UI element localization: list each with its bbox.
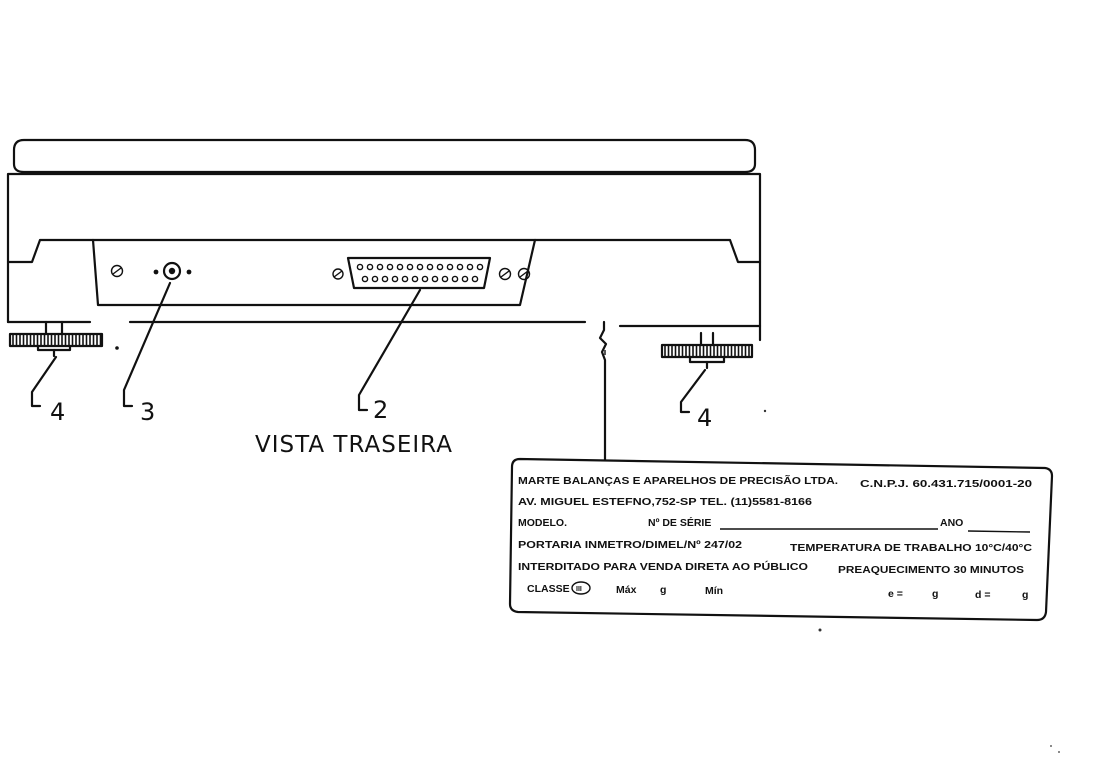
knurl-right [664, 346, 750, 356]
callout-foot-left: 4 [50, 398, 65, 426]
serial-pin [361, 275, 369, 283]
panel-screw-left [110, 264, 124, 278]
plate-max-label: Máx [616, 584, 637, 596]
knurl-left [12, 335, 102, 345]
plate-class-mark: III [571, 581, 591, 595]
plate-min-label: Mín [705, 585, 723, 597]
power-input-connector [153, 261, 192, 281]
serial-pin [401, 275, 409, 283]
serial-pin [431, 275, 439, 283]
serial-pin [466, 263, 474, 271]
serial-pin [421, 275, 429, 283]
serial-pin [476, 263, 484, 271]
plate-class-label: CLASSE [527, 583, 570, 595]
serial-pin [381, 275, 389, 283]
weighing-pan [12, 138, 757, 174]
serial-pin [461, 275, 469, 283]
serial-pin [371, 275, 379, 283]
serial-pin [396, 263, 404, 271]
plate-e-label: e = [888, 588, 903, 600]
plate-public-sale-notice: INTERDITADO PARA VENDA DIRETA AO PÚBLICO [518, 560, 808, 573]
callout-serial-port: 2 [373, 396, 388, 424]
serial-pin [356, 263, 364, 271]
plate-e-unit: g [932, 588, 938, 600]
serial-port-db25 [332, 256, 492, 290]
plate-address: AV. MIGUEL ESTEFNO,752-SP TEL. (11)5581-… [518, 496, 812, 508]
plate-serial-label: Nº DE SÉRIE [648, 516, 711, 529]
serial-pin [406, 263, 414, 271]
leader-lines [30, 281, 707, 462]
view-title: VISTA TRASEIRA [255, 432, 453, 458]
identification-plate: MARTE BALANÇAS E APARELHOS DE PRECISÃO L… [508, 457, 1054, 622]
callout-foot-right: 4 [697, 404, 712, 432]
serial-pin [391, 275, 399, 283]
plate-ordinance: PORTARIA INMETRO/DIMEL/Nº 247/02 [518, 539, 742, 551]
scale-body [6, 172, 762, 342]
serial-pin [446, 263, 454, 271]
svg-text:III: III [576, 586, 582, 593]
plate-d-label: d = [975, 589, 990, 601]
plate-cnpj: C.N.P.J. 60.431.715/0001-20 [860, 478, 1032, 490]
panel-screw-right-2 [517, 267, 531, 281]
plate-model-label: MODELO. [518, 517, 567, 529]
rear-connector-panel [91, 238, 537, 307]
serial-pin [471, 275, 479, 283]
leveling-foot-right [660, 331, 754, 370]
serial-pin [436, 263, 444, 271]
plate-year-label: ANO [940, 517, 963, 529]
serial-pin [456, 263, 464, 271]
plate-max-unit: g [660, 584, 666, 596]
serial-pin [451, 275, 459, 283]
serial-pin [411, 275, 419, 283]
serial-port-pins [356, 263, 484, 283]
plate-manufacturer: MARTE BALANÇAS E APARELHOS DE PRECISÃO L… [518, 474, 838, 487]
panel-screw-right-1 [498, 267, 512, 281]
serial-pin [416, 263, 424, 271]
serial-pin [426, 263, 434, 271]
serial-pin [386, 263, 394, 271]
callout-power-connector: 3 [140, 398, 155, 426]
plate-d-unit: g [1022, 589, 1028, 601]
serial-screw-left [332, 268, 344, 280]
plate-warmup: PREAQUECIMENTO 30 MINUTOS [838, 564, 1024, 576]
serial-pin [366, 263, 374, 271]
plate-working-temperature: TEMPERATURA DE TRABALHO 10°C/40°C [790, 542, 1032, 554]
leveling-foot-left [8, 320, 119, 358]
serial-pin [376, 263, 384, 271]
serial-pin [441, 275, 449, 283]
